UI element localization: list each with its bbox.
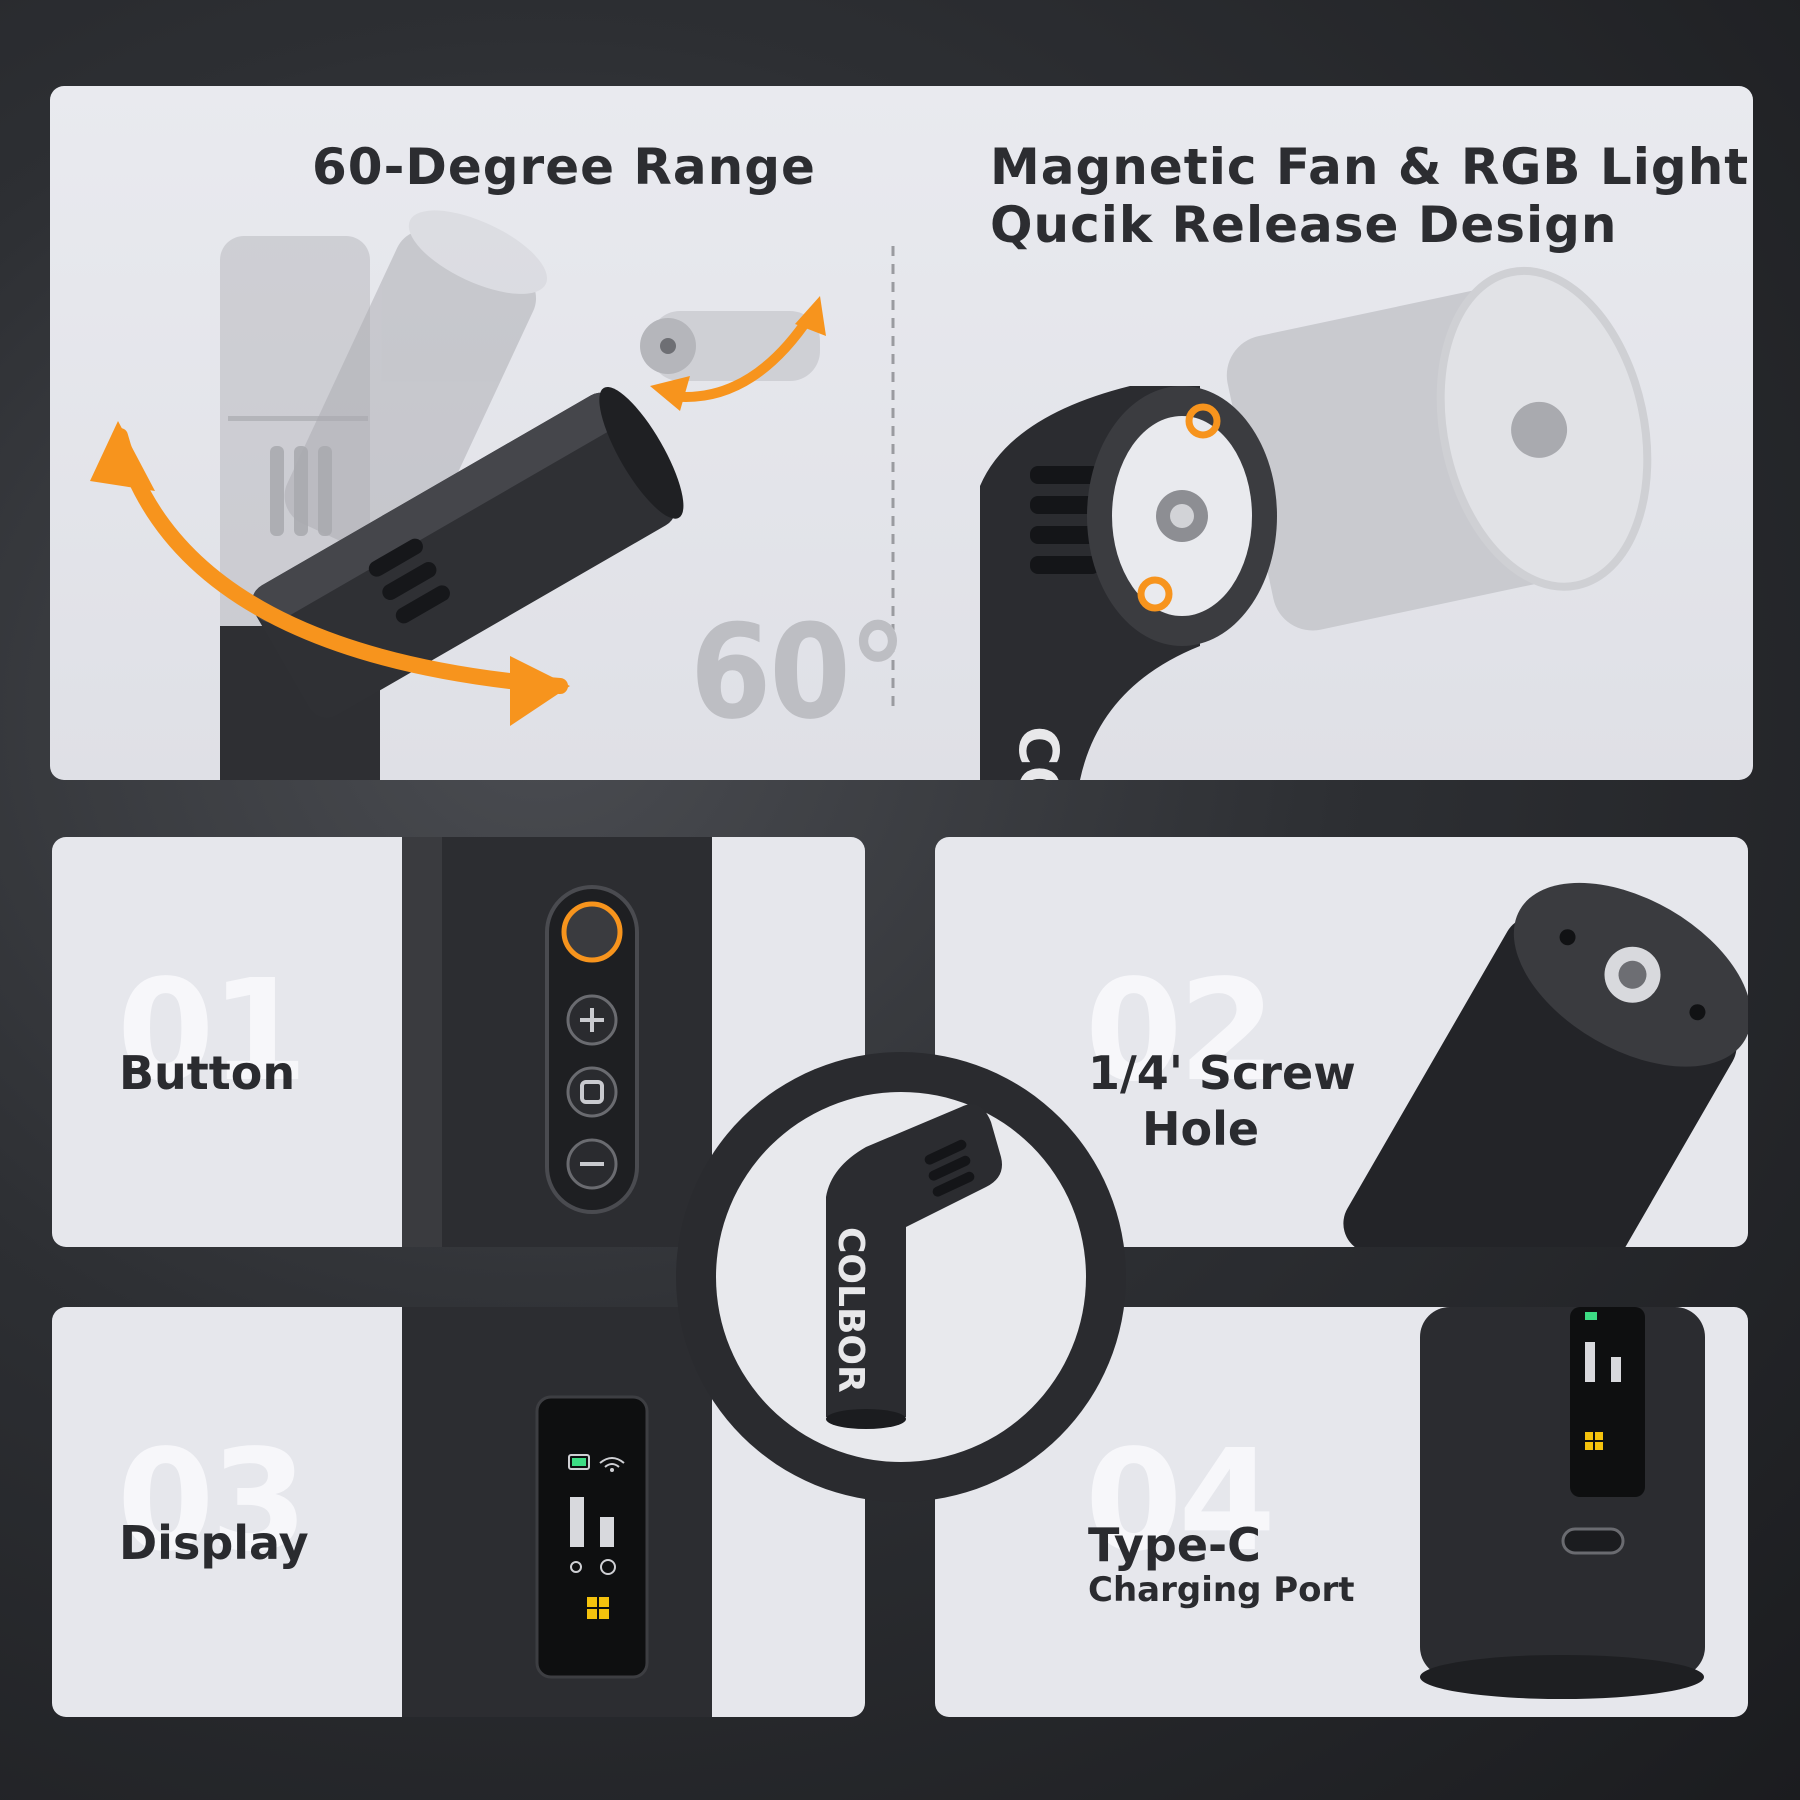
mode-button-icon[interactable] bbox=[566, 1066, 618, 1118]
minus-button-icon[interactable] bbox=[566, 1138, 618, 1190]
feature-label-screw-line1: 1/4' Screw bbox=[1088, 1046, 1356, 1100]
battery-icon bbox=[568, 1454, 590, 1470]
quick-release-heading-line2: Qucik Release Design bbox=[990, 196, 1618, 254]
feature-label-button: Button bbox=[119, 1046, 296, 1100]
plus-button-icon[interactable] bbox=[566, 994, 618, 1046]
wifi-icon bbox=[599, 1457, 625, 1472]
fan-icon bbox=[570, 1559, 616, 1575]
feature-typec-panel: 04 Type-C Charging Port bbox=[935, 1307, 1748, 1717]
quick-release-illustration: COLBOR bbox=[980, 266, 1652, 780]
button-strip-illustration bbox=[402, 837, 712, 1247]
feature-number-01: 01 bbox=[117, 950, 308, 1113]
range-heading: 60-Degree Range bbox=[312, 138, 816, 196]
feature-number-04: 04 bbox=[1085, 1420, 1276, 1583]
rotation-illustration bbox=[90, 210, 895, 780]
feature-number-02: 02 bbox=[1085, 950, 1276, 1113]
feature-display-panel: 03 Display bbox=[52, 1307, 865, 1717]
center-product-badge: COLBOR bbox=[676, 1052, 1126, 1502]
power-button-icon[interactable] bbox=[561, 901, 623, 963]
display-illustration bbox=[402, 1307, 712, 1717]
feature-number-03: 03 bbox=[117, 1420, 308, 1583]
brand-logo-top: COLBOR bbox=[1007, 726, 1070, 780]
feature-label-screw-line2: Hole bbox=[1142, 1102, 1260, 1156]
quick-release-heading-line1: Magnetic Fan & RGB Light bbox=[990, 138, 1750, 196]
typec-illustration bbox=[1420, 1307, 1705, 1699]
brand-logo: COLBOR bbox=[830, 1227, 871, 1393]
degree-label: 60° bbox=[690, 596, 907, 748]
feature-sub-charging-port: Charging Port bbox=[1088, 1570, 1355, 1610]
feature-label-typec: Type-C bbox=[1088, 1518, 1261, 1572]
top-feature-panel: 60-Degree Range Magnetic Fan & RGB Light… bbox=[50, 86, 1753, 780]
screw-hole-illustration bbox=[1343, 882, 1748, 1247]
feature-label-display: Display bbox=[119, 1516, 309, 1570]
